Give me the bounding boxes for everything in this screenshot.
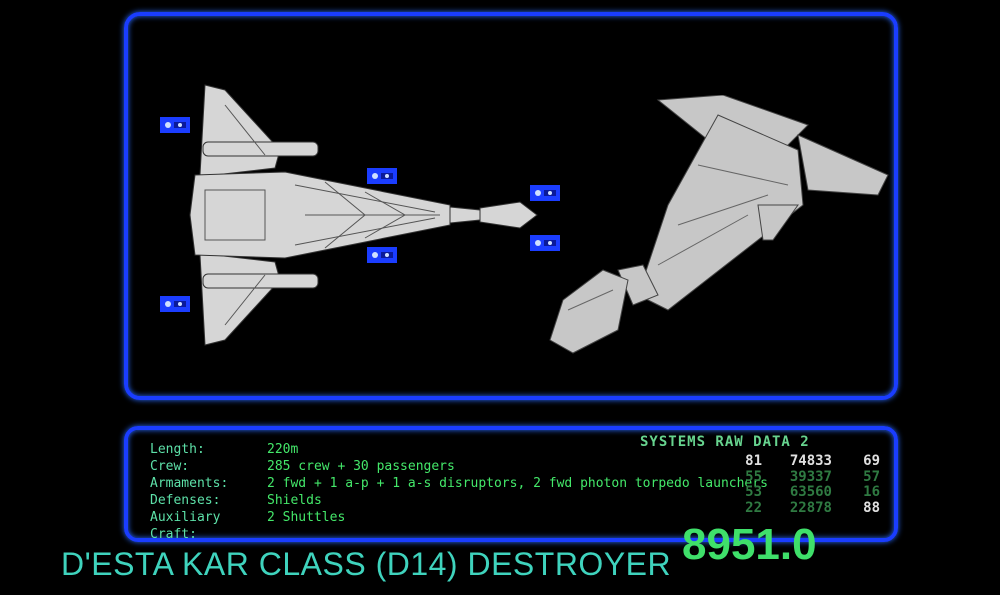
spec-label: Defenses: — [150, 493, 221, 508]
spec-row-crew: Crew: 285 crew + 30 passengers — [150, 458, 768, 475]
systems-cell: 22878 — [789, 499, 832, 516]
stardate-readout: 8951.0 — [682, 520, 817, 569]
systems-cell: 53 — [745, 484, 762, 500]
spec-label: Armaments: — [150, 476, 229, 491]
systems-cell: 81 — [745, 453, 762, 469]
marker-tag-body-port — [367, 168, 397, 184]
systems-cell: 74833 — [789, 453, 832, 469]
ship-top-view-illustration — [189, 84, 538, 346]
systems-cell: 55 — [745, 468, 762, 485]
info-frame — [124, 426, 898, 542]
systems-cell: 88 — [863, 499, 880, 516]
systems-cell: 39337 — [789, 468, 832, 485]
ship-perspective-illustration — [549, 95, 889, 354]
systems-cell: 57 — [863, 468, 880, 485]
spec-value: 220m — [267, 442, 299, 457]
spec-table: Length: 220m Crew: 285 crew + 30 passeng… — [150, 441, 768, 543]
systems-data-grid: 81 74833 69 55 39337 57 53 63560 16 22 2… — [722, 453, 880, 517]
spec-value: 2 Shuttles — [267, 510, 346, 525]
systems-title: SYSTEMS RAW DATA 2 — [640, 434, 810, 450]
spec-value: 2 fwd + 1 a-p + 1 a-s disruptors, 2 fwd … — [267, 476, 768, 491]
spec-row-armaments: Armaments: 2 fwd + 1 a-p + 1 a-s disrupt… — [150, 475, 768, 492]
spec-label: Auxiliary Craft: — [150, 510, 221, 542]
systems-row: 53 63560 16 — [722, 484, 880, 501]
spec-row-length: Length: 220m — [150, 441, 768, 458]
spec-row-auxiliary-craft: Auxiliary Craft: 2 Shuttles — [150, 509, 768, 543]
marker-tag-head-port — [530, 185, 560, 201]
systems-cell: 63560 — [789, 484, 832, 500]
systems-row: 22 22878 88 — [722, 499, 880, 517]
systems-cell: 22 — [745, 499, 762, 516]
systems-row: 81 74833 69 — [722, 453, 880, 470]
spec-label: Length: — [150, 442, 205, 457]
spec-value: Shields — [267, 493, 322, 508]
marker-tag-lower-wing — [160, 296, 190, 312]
marker-tag-body-starboard — [367, 247, 397, 263]
systems-cell: 69 — [863, 453, 880, 469]
spec-row-defenses: Defenses: Shields — [150, 492, 768, 509]
schematic-frame — [124, 12, 898, 400]
marker-tag-upper-wing — [160, 117, 190, 133]
spec-value: 285 crew + 30 passengers — [267, 459, 455, 474]
systems-cell: 16 — [863, 484, 880, 500]
ship-class-title: D'ESTA KAR CLASS (D14) DESTROYER — [61, 546, 672, 582]
marker-tag-head-starboard — [530, 235, 560, 251]
systems-row: 55 39337 57 — [722, 468, 880, 486]
spec-label: Crew: — [150, 459, 190, 474]
